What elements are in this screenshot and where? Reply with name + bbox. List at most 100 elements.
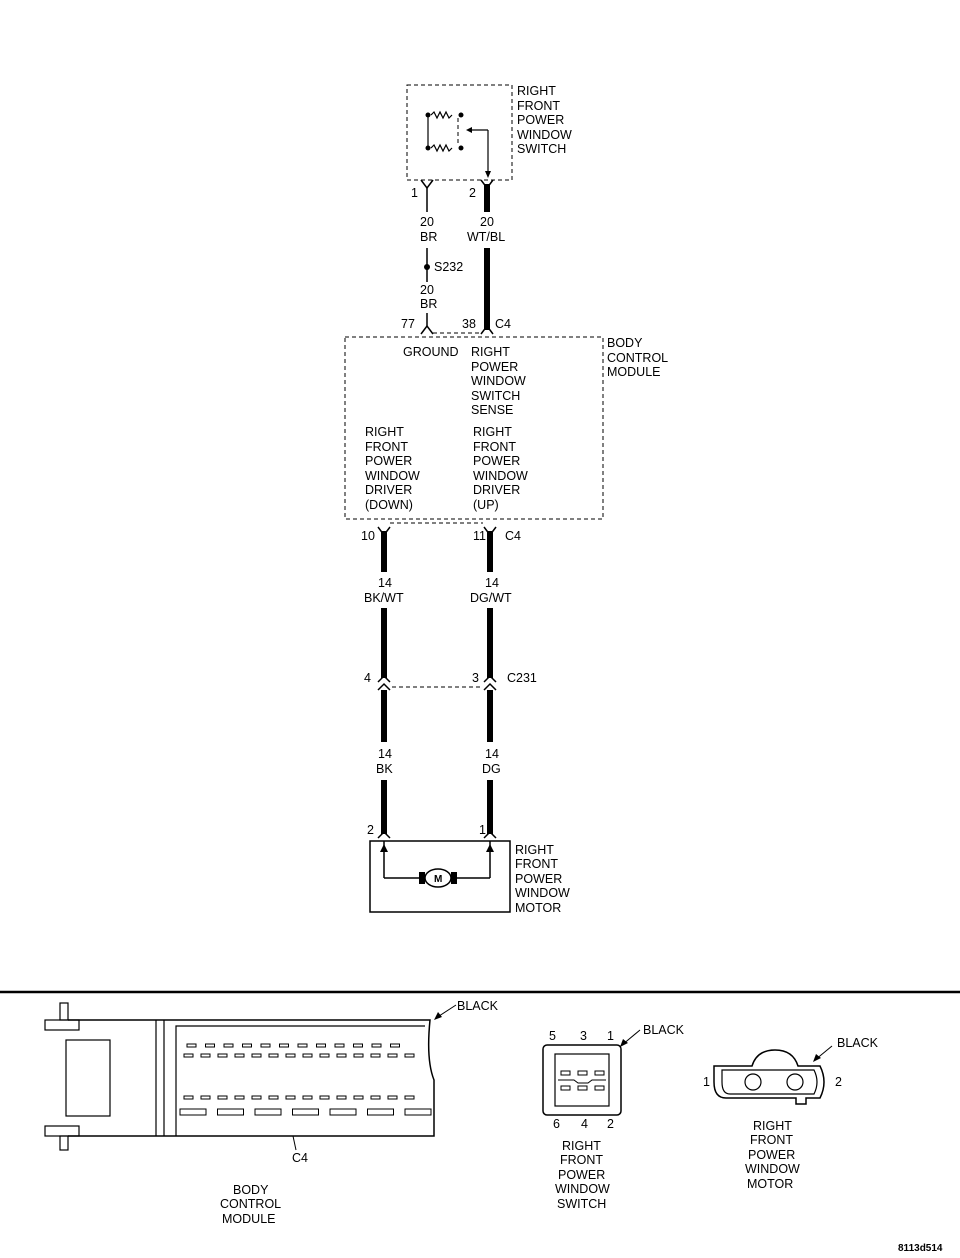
motor-connector-name: RIGHT FRONT POWER WINDOW MOTOR: [745, 1119, 800, 1191]
bcm-down-line: FRONT: [365, 440, 408, 454]
wire-gauge: 20: [420, 283, 434, 297]
bcm-connector-view-label: C4: [292, 1151, 308, 1165]
switch-connector-name: RIGHT FRONT POWER WINDOW SWITCH: [555, 1139, 610, 1211]
bcm-pin-cavity: [251, 1095, 262, 1100]
c231-pin-4: 4: [364, 671, 371, 685]
bcm-sense-line: SWITCH: [471, 389, 520, 403]
bcm-pin-cavity: [302, 1095, 313, 1100]
bcm-connector-color: BLACK: [457, 999, 499, 1013]
bcm-outline: [344, 336, 604, 520]
bcm-pin-cavity: [353, 1095, 364, 1100]
bcm-sense-line: RIGHT: [471, 345, 510, 359]
wire-dg: 14 DG: [482, 690, 501, 834]
motor-connector-pin-2: 2: [835, 1075, 842, 1089]
bcm-pin-cavity: [329, 1108, 357, 1116]
bcm-pin-cavity: [223, 1043, 234, 1048]
bcm-down-line: POWER: [365, 454, 412, 468]
bcm-pin-cavity: [183, 1053, 194, 1058]
bcm-pin-cavity: [353, 1053, 364, 1058]
bcm-pin-10: 10: [361, 529, 375, 543]
bcm-pin-cavity: [200, 1053, 211, 1058]
bcm-pin-cavity: [186, 1043, 197, 1048]
switch-connector-name-line: SWITCH: [557, 1197, 606, 1211]
wire-color: BR: [420, 230, 437, 244]
motor-connector-name-line: WINDOW: [745, 1162, 800, 1176]
wire-color: WT/BL: [467, 230, 505, 244]
bcm-pin-cavity: [285, 1053, 296, 1058]
bcm-pin-cavity: [179, 1108, 207, 1116]
bcm-down-line: RIGHT: [365, 425, 404, 439]
bcm-pin-cavity: [336, 1053, 347, 1058]
bcm-pin-cavity: [268, 1053, 279, 1058]
motor-pin-1: 1: [479, 823, 486, 837]
motor-name-line: POWER: [515, 872, 562, 886]
switch-pin-1: 1: [411, 186, 418, 200]
wire-color: BK/WT: [364, 591, 404, 605]
switch-connector-name-line: WINDOW: [555, 1182, 610, 1196]
bcm-pin-38: 38: [462, 317, 476, 331]
bcm-connector-name-line: MODULE: [222, 1212, 275, 1226]
switch-pin-2: 2: [469, 186, 476, 200]
bcm-connector-top: C4: [495, 317, 511, 331]
bcm-name: BODY CONTROL MODULE: [607, 336, 668, 379]
bcm-name-line: CONTROL: [607, 351, 668, 365]
wire-color: DG/WT: [470, 591, 512, 605]
motor-name: RIGHT FRONT POWER WINDOW MOTOR: [515, 843, 570, 915]
bcm-pin-cavity: [268, 1095, 279, 1100]
motor-connector-color: BLACK: [837, 1036, 879, 1050]
bcm-sense-line: WINDOW: [471, 374, 526, 388]
wire-color: BK: [376, 762, 393, 776]
switch-pin-label: 6: [553, 1117, 560, 1131]
wire-br-switch: 20 BR S232 20 BR: [420, 179, 463, 335]
switch-connector-color: BLACK: [643, 1023, 685, 1037]
motor-connector-name-line: RIGHT: [753, 1119, 792, 1133]
bcm-pin-cavity: [205, 1043, 215, 1048]
bcm-connector-name-line: CONTROL: [220, 1197, 281, 1211]
switch-pin-label: 1: [607, 1029, 614, 1043]
bcm-connector-bottom: C4: [505, 529, 521, 543]
bcm-pin-cavity: [404, 1108, 432, 1116]
bcm-pin-cavity: [367, 1108, 394, 1116]
bcm-pin-cavity: [260, 1043, 271, 1048]
bcm-pin-cavity: [234, 1053, 245, 1058]
bcm-pin-77: 77: [401, 317, 415, 331]
motor-connector-name-line: MOTOR: [747, 1177, 793, 1191]
bcm-pin-cavity: [200, 1095, 211, 1100]
bcm-pin-cavity: [404, 1095, 415, 1100]
wire-gauge: 14: [378, 747, 392, 761]
switch-connector-name-line: POWER: [558, 1168, 605, 1182]
inline-connector-c231: 4 3 C231: [364, 671, 537, 691]
switch-name-line: SWITCH: [517, 142, 566, 156]
bcm-connector-name: BODY CONTROL MODULE: [220, 1183, 281, 1226]
bcm-pin-cavity: [242, 1043, 252, 1048]
wire-dgwt: 14 DG/WT: [470, 526, 512, 678]
motor-connector-name-line: FRONT: [750, 1133, 793, 1147]
bcm-up-line: DRIVER: [473, 483, 520, 497]
bcm-pin-cavity: [371, 1043, 382, 1048]
bcm-pin-cavity: [254, 1108, 282, 1116]
bcm-up-line: (UP): [473, 498, 499, 512]
bcm-pin-cavity: [336, 1095, 347, 1100]
motor-symbol-label: M: [434, 874, 442, 885]
bcm-down-line: DRIVER: [365, 483, 412, 497]
switch-name: RIGHT FRONT POWER WINDOW SWITCH: [517, 84, 572, 156]
bcm-up-line: RIGHT: [473, 425, 512, 439]
motor-pin-2: 2: [367, 823, 374, 837]
body-control-module: 77 38 C4 BODY CONTROL MODULE GROUND RIGH…: [344, 317, 668, 543]
bcm-pin-cavity: [217, 1053, 228, 1058]
bcm-pin-cavity: [370, 1053, 381, 1058]
bcm-up-line: FRONT: [473, 440, 516, 454]
bcm-up-driver-label: RIGHT FRONT POWER WINDOW DRIVER (UP): [473, 425, 528, 512]
bcm-pin-cavity: [183, 1095, 194, 1100]
wire-gauge: 14: [485, 747, 499, 761]
switch-connector-name-line: FRONT: [560, 1153, 603, 1167]
bcm-connector-name-line: BODY: [233, 1183, 269, 1197]
bcm-pin-cavity: [334, 1043, 345, 1048]
bcm-down-driver-label: RIGHT FRONT POWER WINDOW DRIVER (DOWN): [365, 425, 420, 512]
wire-gauge: 14: [378, 576, 392, 590]
bcm-pin-cavity: [390, 1043, 400, 1048]
splice-label: S232: [434, 260, 463, 274]
switch-pin-label: 3: [580, 1029, 587, 1043]
bcm-pin-cavity: [319, 1095, 330, 1100]
